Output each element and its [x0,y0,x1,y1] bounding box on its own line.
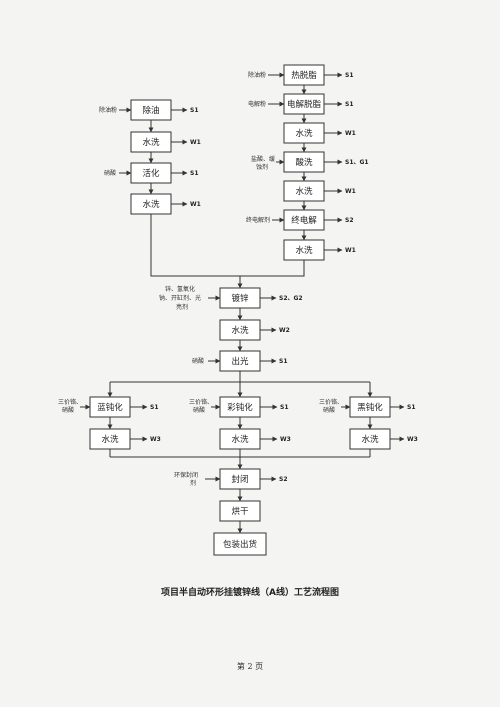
output-degreasing: S1 [190,107,199,114]
step-electrolytic-degreasing: 电解脱脂 [283,93,325,115]
input-black-passivation-1: 三价铬、 [319,398,343,406]
svg-text:水洗: 水洗 [231,434,249,445]
diagram-title: 项目半自动环形挂镀锌线（A线）工艺流程图 [161,588,339,598]
output-color-passivation: S1 [280,404,289,411]
step-water-rinse-r3: 水洗 [283,239,325,261]
input-zinc-plating-3: 亮剂 [176,303,188,311]
svg-text:镀锌: 镀锌 [231,293,249,304]
output-water-rinse-r1: W1 [345,130,356,137]
svg-text:水洗: 水洗 [231,325,249,336]
input-zinc-plating-2: 钠、开缸剂、光 [159,294,201,302]
svg-text:水洗: 水洗 [295,186,313,197]
input-blue-passivation-1: 三价铬、 [58,398,82,406]
output-hot-degreasing: S1 [345,72,354,79]
output-black-passivation: S1 [407,404,416,411]
input-zinc-plating-1: 锌、氢氧化 [165,285,195,293]
svg-text:除油: 除油 [142,105,159,116]
step-sealing: 封闭 [219,468,261,490]
step-hot-degreasing: 热脱脂 [283,64,325,86]
step-water-rinse-b2: 水洗 [219,428,261,450]
step-water-rinse-l2: 水洗 [130,193,172,215]
step-water-rinse-r2: 水洗 [283,180,325,202]
svg-text:酸洗: 酸洗 [295,157,313,168]
svg-text:出光: 出光 [231,356,249,367]
svg-text:热脱脂: 热脱脂 [291,70,317,81]
output-water-rinse-l1: W1 [190,139,201,146]
step-black-passivation: 黑钝化 [349,396,391,418]
merge-line-right [240,260,305,277]
input-electrolytic-degreasing: 电解粉 [248,100,266,108]
output-blue-passivation: S1 [150,404,159,411]
output-water-rinse-r2: W1 [345,188,356,195]
step-zinc-plating: 镀锌 [219,287,261,309]
step-water-rinse-r1: 水洗 [283,122,325,144]
step-pickling: 酸洗 [283,151,325,173]
svg-text:水洗: 水洗 [295,128,313,139]
input-degreasing: 除油粉 [99,106,117,114]
step-blue-passivation: 蓝钝化 [89,396,131,418]
svg-text:蓝钝化: 蓝钝化 [97,402,123,413]
output-final-electrolysis: S2 [345,217,354,224]
svg-text:终电解: 终电解 [291,215,317,226]
step-water-rinse-l1: 水洗 [130,131,172,153]
input-color-passivation-2: 硝酸 [193,406,205,414]
output-water-rinse-l2: W1 [190,201,201,208]
output-activation: S1 [190,170,199,177]
svg-text:水洗: 水洗 [142,137,160,148]
merge-line-left [150,214,240,277]
output-bright-dip: S1 [279,358,288,365]
input-hot-degreasing: 除油粉 [248,71,266,79]
svg-text:水洗: 水洗 [101,434,119,445]
output-pickling: S1、G1 [345,159,369,166]
page-number: 第 2 页 [236,662,264,671]
output-electrolytic-degreasing: S1 [345,101,354,108]
input-sealing-1: 环保封闭 [174,471,198,479]
svg-text:彩钝化: 彩钝化 [227,402,253,413]
svg-text:水洗: 水洗 [142,199,160,210]
step-bright-dip: 出光 [219,350,261,372]
step-activation: 活化 [130,162,172,184]
svg-text:电解脱脂: 电解脱脂 [287,99,322,110]
output-water-rinse-b1: W3 [150,436,161,443]
output-water-rinse-r3: W1 [345,247,356,254]
input-activation: 硝酸 [104,169,116,177]
output-water-rinse-b3: W3 [407,436,418,443]
step-water-rinse-b1: 水洗 [89,428,131,450]
step-final-electrolysis: 终电解 [283,209,325,231]
output-zinc-plating: S2、G2 [279,295,303,302]
step-water-rinse-c1: 水洗 [219,319,261,341]
input-black-passivation-2: 硝酸 [323,406,335,414]
input-color-passivation-1: 三价铬、 [189,398,213,406]
step-water-rinse-b3: 水洗 [349,428,391,450]
input-blue-passivation-2: 硝酸 [62,406,74,414]
output-water-rinse-c1: W2 [279,327,290,334]
svg-text:水洗: 水洗 [361,434,379,445]
svg-text:黑钝化: 黑钝化 [357,402,383,413]
svg-text:水洗: 水洗 [295,245,313,256]
input-pickling-2: 蚀剂 [256,163,268,171]
input-final-electrolysis: 终电解剂 [246,216,270,224]
input-pickling-1: 盐酸、缓 [251,155,275,163]
svg-text:烘干: 烘干 [231,506,249,517]
output-sealing: S2 [279,476,288,483]
step-color-passivation: 彩钝化 [219,396,261,418]
step-drying: 烘干 [219,500,261,522]
svg-text:包装出货: 包装出货 [223,539,258,550]
output-water-rinse-b2: W3 [280,436,291,443]
svg-text:封闭: 封闭 [231,474,248,485]
svg-text:活化: 活化 [142,168,160,179]
step-degreasing: 除油 [130,99,172,121]
input-bright-dip: 硝酸 [192,357,204,365]
step-packing-shipping: 包装出货 [213,532,267,556]
input-sealing-2: 剂 [190,479,196,487]
